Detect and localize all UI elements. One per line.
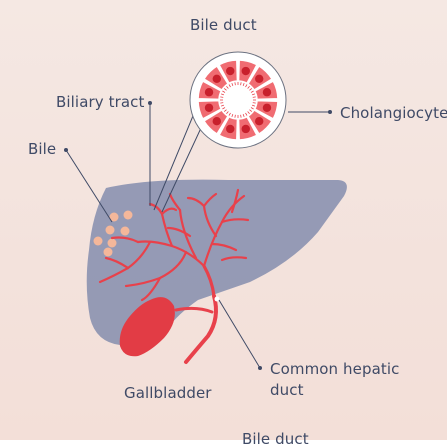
label-gallbladder: Gallbladder xyxy=(124,384,212,402)
cell-nucleus xyxy=(241,66,250,76)
cilium xyxy=(226,111,229,115)
cilium xyxy=(250,90,254,93)
cilium xyxy=(245,84,248,88)
cilium xyxy=(231,113,234,118)
cilium xyxy=(220,93,225,96)
cilium xyxy=(220,102,224,104)
cell-nucleus xyxy=(255,117,264,126)
cell-nucleus xyxy=(226,66,235,76)
callout-dots xyxy=(64,101,332,370)
cilium xyxy=(222,107,226,110)
label-biliary-tract: Biliary tract xyxy=(56,93,145,111)
cell-nucleus xyxy=(262,88,272,97)
cilium xyxy=(234,82,236,86)
cilium xyxy=(223,88,227,91)
cilium xyxy=(234,114,236,118)
cilium xyxy=(252,96,256,98)
cilium xyxy=(247,111,250,115)
label-common-hepatic-line1: Common hepatic xyxy=(270,360,400,378)
label-cholangiocyte: Cholangiocyte xyxy=(340,104,447,122)
gallbladder-shape xyxy=(119,297,175,357)
cilium xyxy=(231,82,234,87)
label-bile: Bile xyxy=(28,140,57,158)
cilium xyxy=(247,85,250,89)
cilium xyxy=(242,113,245,118)
cholangiocyte-ring xyxy=(197,59,279,141)
label-bile-duct-top: Bile duct xyxy=(190,16,257,34)
cilium xyxy=(242,82,245,87)
cell-nucleus xyxy=(226,124,235,134)
cilium xyxy=(252,102,256,104)
cilium xyxy=(240,82,242,86)
cell-nucleus xyxy=(212,74,221,83)
cilium xyxy=(245,112,248,116)
cilium xyxy=(222,90,226,93)
cilium xyxy=(220,104,225,107)
cilium xyxy=(251,93,256,96)
cilium xyxy=(251,104,256,107)
cell-nucleus xyxy=(204,88,214,97)
cilium xyxy=(250,107,254,110)
cilium xyxy=(249,88,253,91)
cell-nucleus xyxy=(255,74,264,83)
label-common-hepatic-line2: duct xyxy=(270,381,304,399)
cell-nucleus xyxy=(262,103,272,112)
duct-marker xyxy=(214,296,220,302)
cilium xyxy=(220,96,224,98)
cell-nucleus xyxy=(204,103,214,112)
duct-cross-section xyxy=(189,51,287,149)
cell-nucleus xyxy=(241,124,250,134)
bile-dots xyxy=(93,210,133,257)
label-bile-duct-bottom: Bile duct xyxy=(242,430,309,448)
cilium xyxy=(240,114,242,118)
cell-nucleus xyxy=(212,117,221,126)
cilium xyxy=(228,84,231,88)
cilium xyxy=(226,85,229,89)
cilium xyxy=(228,112,231,116)
cilium xyxy=(249,109,253,112)
cilium xyxy=(223,109,227,112)
